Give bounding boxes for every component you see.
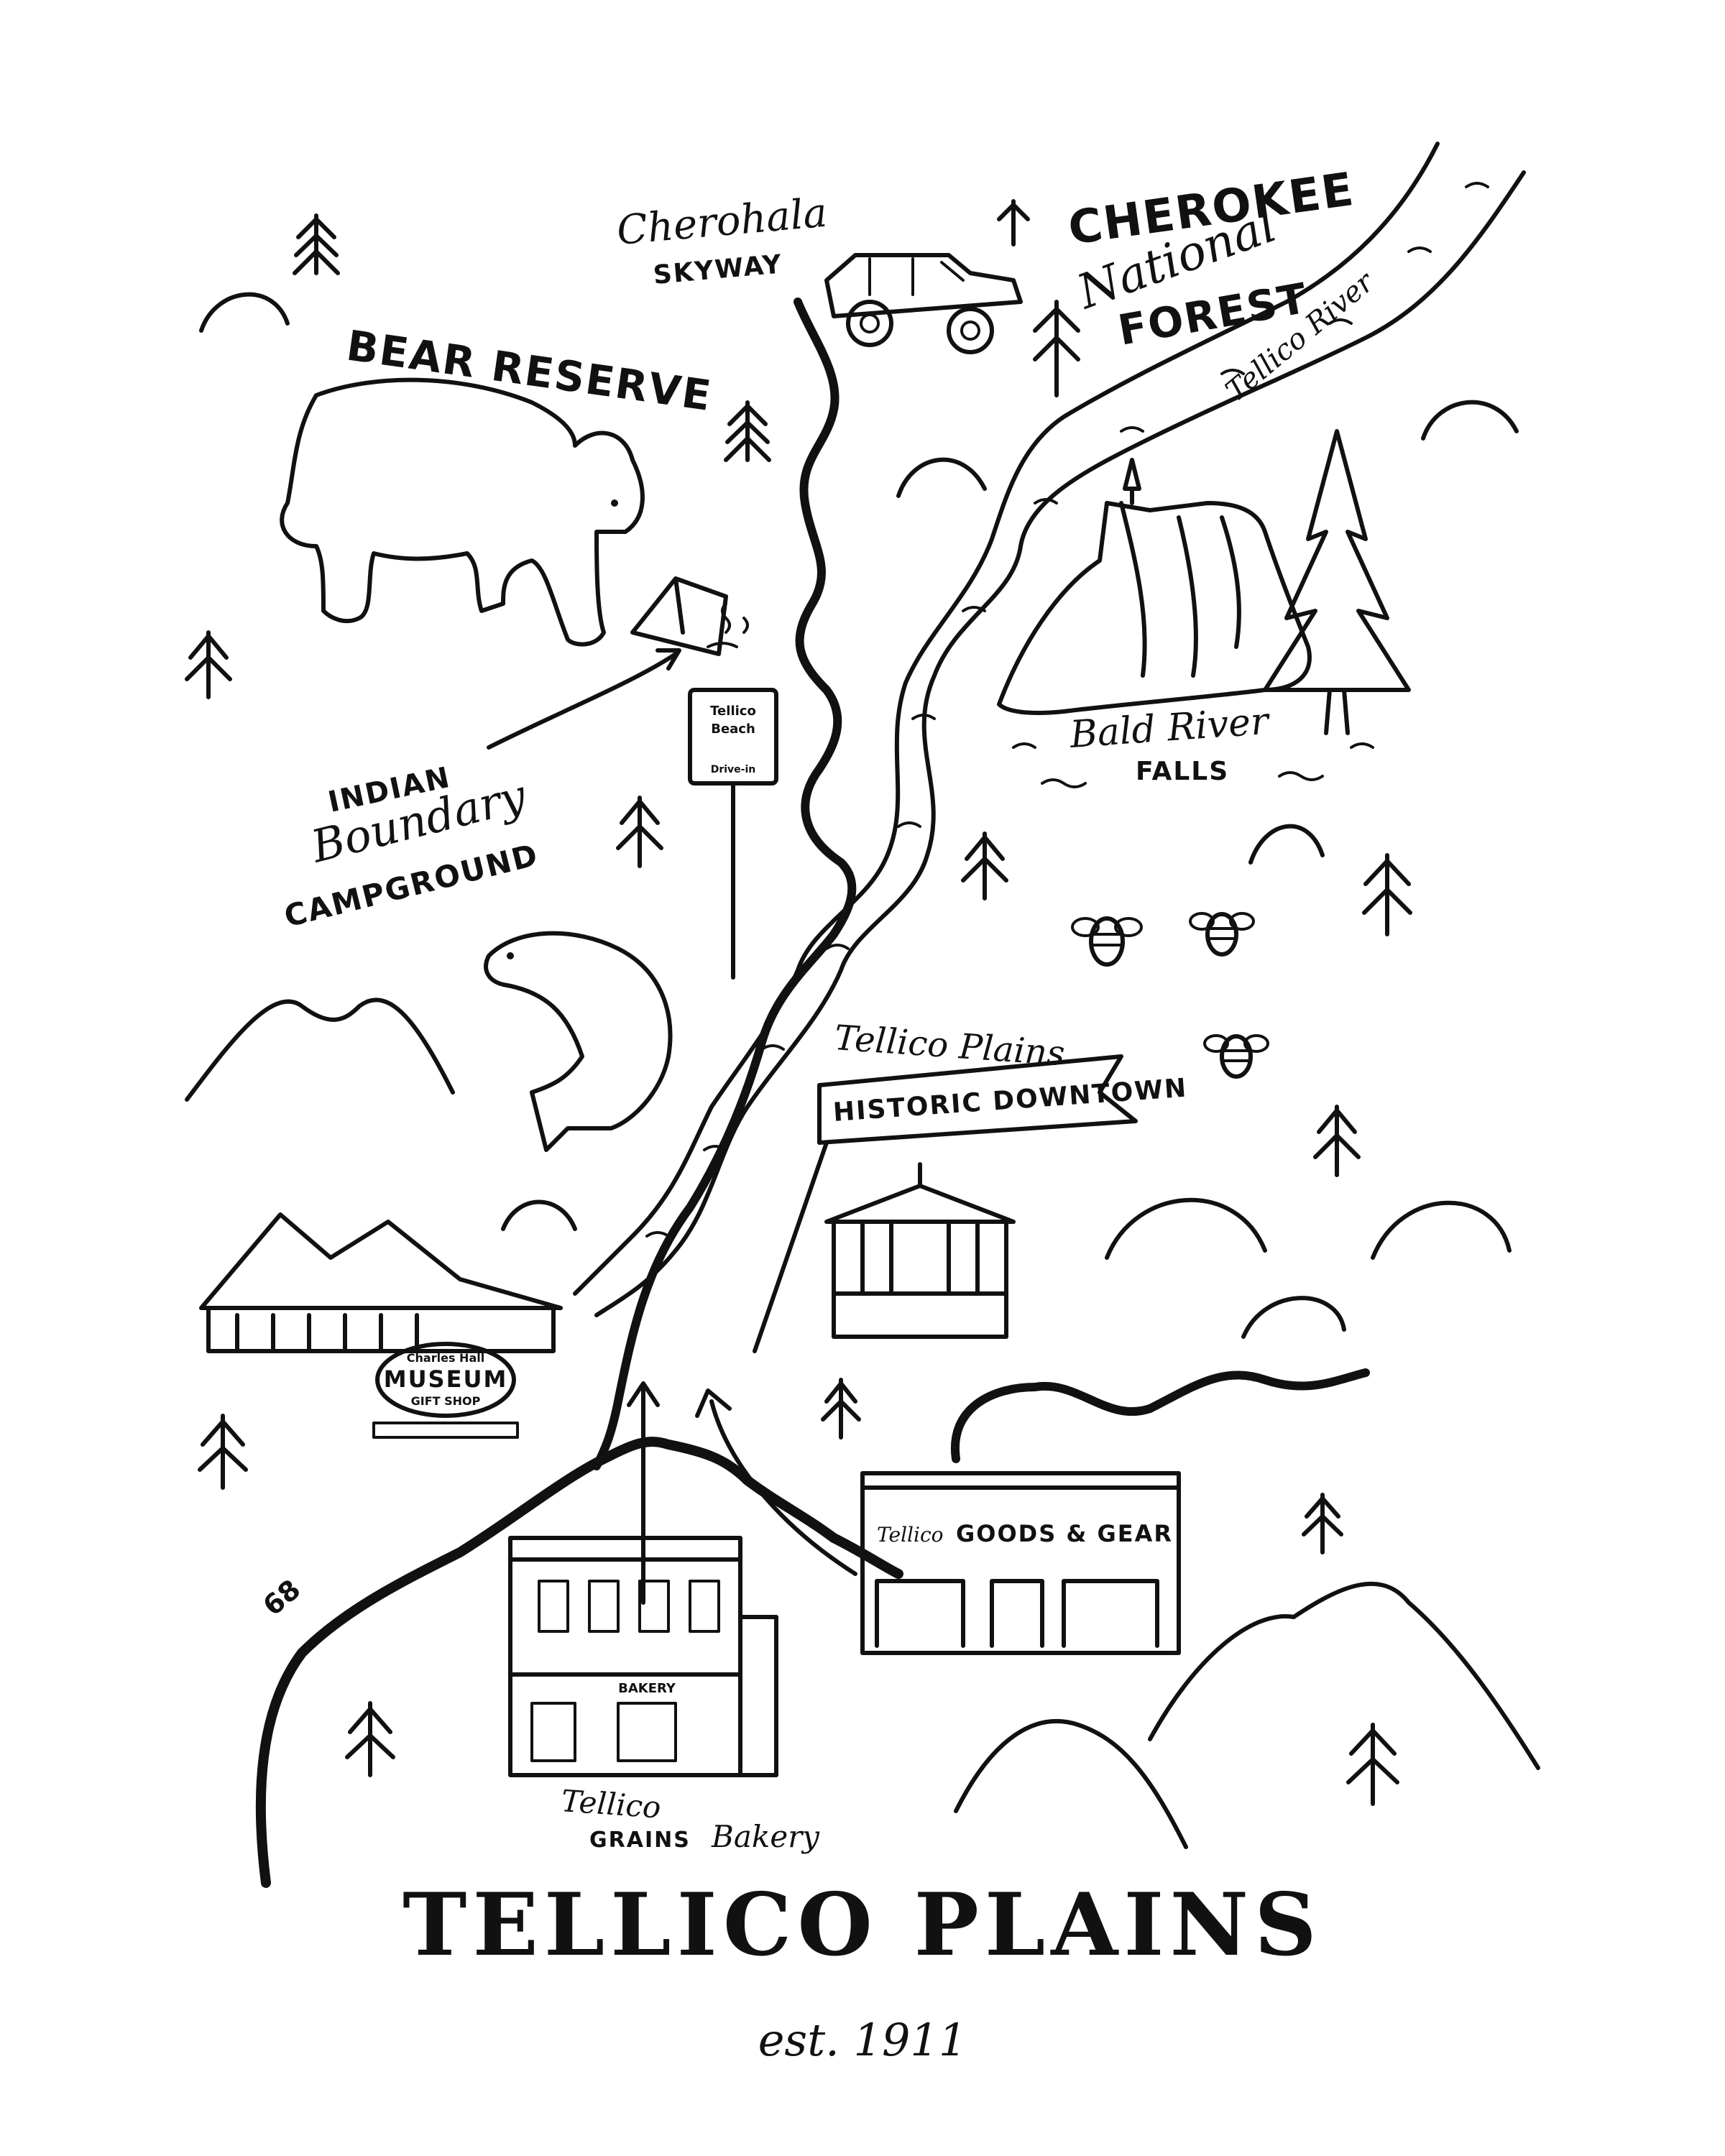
mountain-icon [954, 1719, 1188, 1849]
route-68-label: 68 [257, 1573, 307, 1622]
large-pine-tree-icon [1263, 429, 1411, 735]
historic-downtown: Tellico Plains HISTORIC DOWNTOWN [753, 1018, 1188, 1353]
indian-boundary-campground: INDIAN Boundary CAMPGROUND [281, 576, 749, 934]
drive-in-label-3: Drive-in [711, 764, 756, 775]
banner-icon [753, 1054, 1138, 1353]
map-title: TELLICO PLAINS est. 1911 [402, 1874, 1322, 2066]
bear-eye-icon [611, 499, 618, 507]
bees [1071, 912, 1269, 1079]
grains-bakery-label: Bakery [711, 1819, 820, 1854]
cherohala-script-label: Cherohala [615, 190, 829, 254]
downtown-arrows [627, 1381, 857, 1605]
pine-tree-icon [345, 1701, 395, 1777]
pine-tree-icon [961, 831, 1008, 900]
hill-icon [1105, 1197, 1267, 1260]
tent-icon [630, 576, 728, 656]
hill-icon [1371, 1200, 1512, 1260]
drive-in-label-2: Beach [711, 722, 755, 737]
established-label: est. 1911 [758, 2014, 967, 2066]
gazebo-icon [824, 1162, 1016, 1339]
pine-tree-icon [1033, 300, 1080, 397]
grains-caps-label: GRAINS [589, 1828, 691, 1853]
pine-tree-icon [1346, 1723, 1399, 1806]
bear-icon [280, 377, 645, 647]
grains-script-label: Tellico [560, 1783, 662, 1825]
hill-icon [199, 292, 290, 333]
pine-tree-icon [997, 199, 1030, 247]
trees [185, 199, 1412, 1806]
pine-tree-icon [1302, 1493, 1343, 1554]
drive-in-label-1: Tellico [710, 704, 756, 719]
hill-icon [1248, 824, 1325, 865]
mountain-icon [1148, 1581, 1540, 1770]
pine-tree-icon [616, 796, 663, 868]
pine-tree-icon [724, 400, 771, 462]
hill-icon [501, 1199, 577, 1231]
goods-script-label: Tellico [877, 1523, 943, 1547]
charles-hall-museum: Charles Hall MUSEUM GIFT SHOP [199, 1212, 563, 1439]
hill-icon [1421, 400, 1519, 441]
pine-tree-icon [198, 1414, 248, 1490]
pine-tree-icon [821, 1378, 861, 1439]
museum-label: MUSEUM [384, 1365, 508, 1393]
falls-label: FALLS [1136, 757, 1229, 786]
bee-icon [1189, 912, 1255, 957]
bakery-sign-label: BAKERY [618, 1681, 676, 1696]
museum-top-label: Charles Hall [407, 1351, 484, 1365]
bee-icon [1071, 916, 1143, 967]
cherohala-skyway-road [592, 298, 857, 1470]
cherohala-skyway: Cherohala SKYWAY [615, 190, 1023, 354]
bear-reserve-label: BEAR RESERVE [344, 321, 715, 421]
bee-icon [1203, 1034, 1269, 1079]
pine-tree-icon [1313, 1105, 1361, 1177]
hill-icon [896, 457, 987, 498]
page-title: TELLICO PLAINS [402, 1874, 1322, 1976]
tellico-beach-drive-in: Tellico Beach Drive-in [688, 688, 778, 980]
pine-tree-icon [1362, 853, 1412, 936]
jeep-icon [824, 253, 1023, 354]
waterfall-icon [997, 501, 1312, 715]
hills [185, 292, 1540, 1849]
bear-reserve: BEAR RESERVE [280, 321, 715, 647]
mountain-icon [185, 998, 455, 1102]
skyway-label: SKYWAY [652, 249, 783, 290]
pine-tree-icon [293, 213, 340, 275]
pine-tree-icon [185, 630, 232, 699]
goods-gear-label: GOODS & GEAR [956, 1520, 1173, 1547]
hill-icon [1241, 1296, 1346, 1339]
trout-icon [484, 931, 673, 1152]
goods-and-gear: Tellico GOODS & GEAR [860, 1368, 1370, 1655]
gift-shop-label: GIFT SHOP [411, 1394, 481, 1408]
tellico-grains-bakery: BAKERY Tellico GRAINS Bakery [508, 1536, 820, 1854]
museum-building-icon [199, 1212, 563, 1353]
